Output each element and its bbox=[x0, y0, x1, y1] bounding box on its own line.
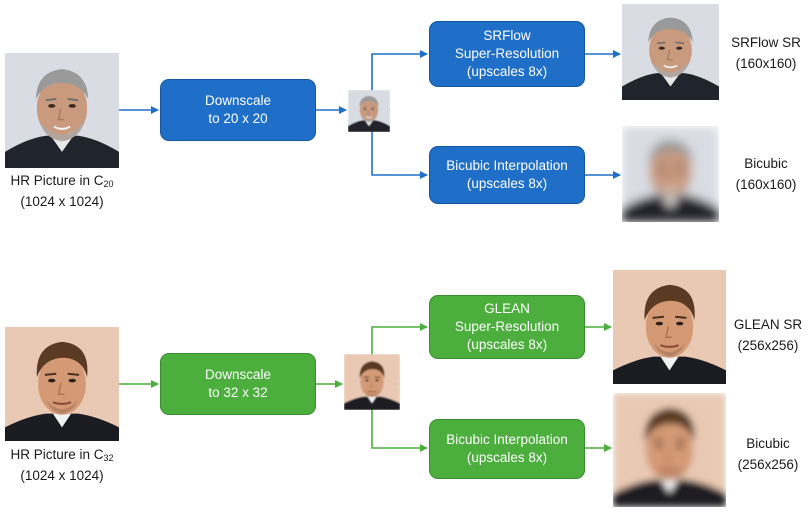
bicubic-output-caption-bottom: Bicubic (256x256) bbox=[737, 436, 799, 472]
bicubic-output-caption-top: Bicubic (160x160) bbox=[735, 156, 797, 192]
lr-photo-top bbox=[348, 90, 390, 132]
downscale-box-top: Downscale to 20 x 20 bbox=[160, 79, 316, 141]
srflow-box: SRFlow Super-Resolution (upscales 8x) bbox=[429, 21, 585, 87]
hr-input-photo-top bbox=[5, 53, 119, 168]
bicubic-box-bottom: Bicubic Interpolation (upscales 8x) bbox=[429, 419, 585, 479]
hr-input-photo-bottom bbox=[5, 327, 119, 441]
bicubic-box-top: Bicubic Interpolation (upscales 8x) bbox=[429, 146, 585, 204]
glean-output-caption: GLEAN SR (256x256) bbox=[733, 317, 803, 353]
downscale-box-bottom: Downscale to 32 x 32 bbox=[160, 353, 316, 415]
srflow-output-caption: SRFlow SR (160x160) bbox=[731, 35, 801, 71]
glean-box: GLEAN Super-Resolution (upscales 8x) bbox=[429, 295, 585, 359]
bicubic-output-photo-bottom bbox=[613, 393, 726, 507]
srflow-output-photo bbox=[622, 4, 719, 100]
lr-photo-bottom bbox=[344, 354, 400, 410]
glean-output-photo bbox=[613, 270, 726, 384]
hr-input-caption-bottom: HR Picture in C32 (1024 x 1024) bbox=[10, 447, 114, 483]
bicubic-output-photo-top bbox=[622, 126, 719, 222]
hr-input-caption-top: HR Picture in C20 (1024 x 1024) bbox=[10, 173, 114, 209]
